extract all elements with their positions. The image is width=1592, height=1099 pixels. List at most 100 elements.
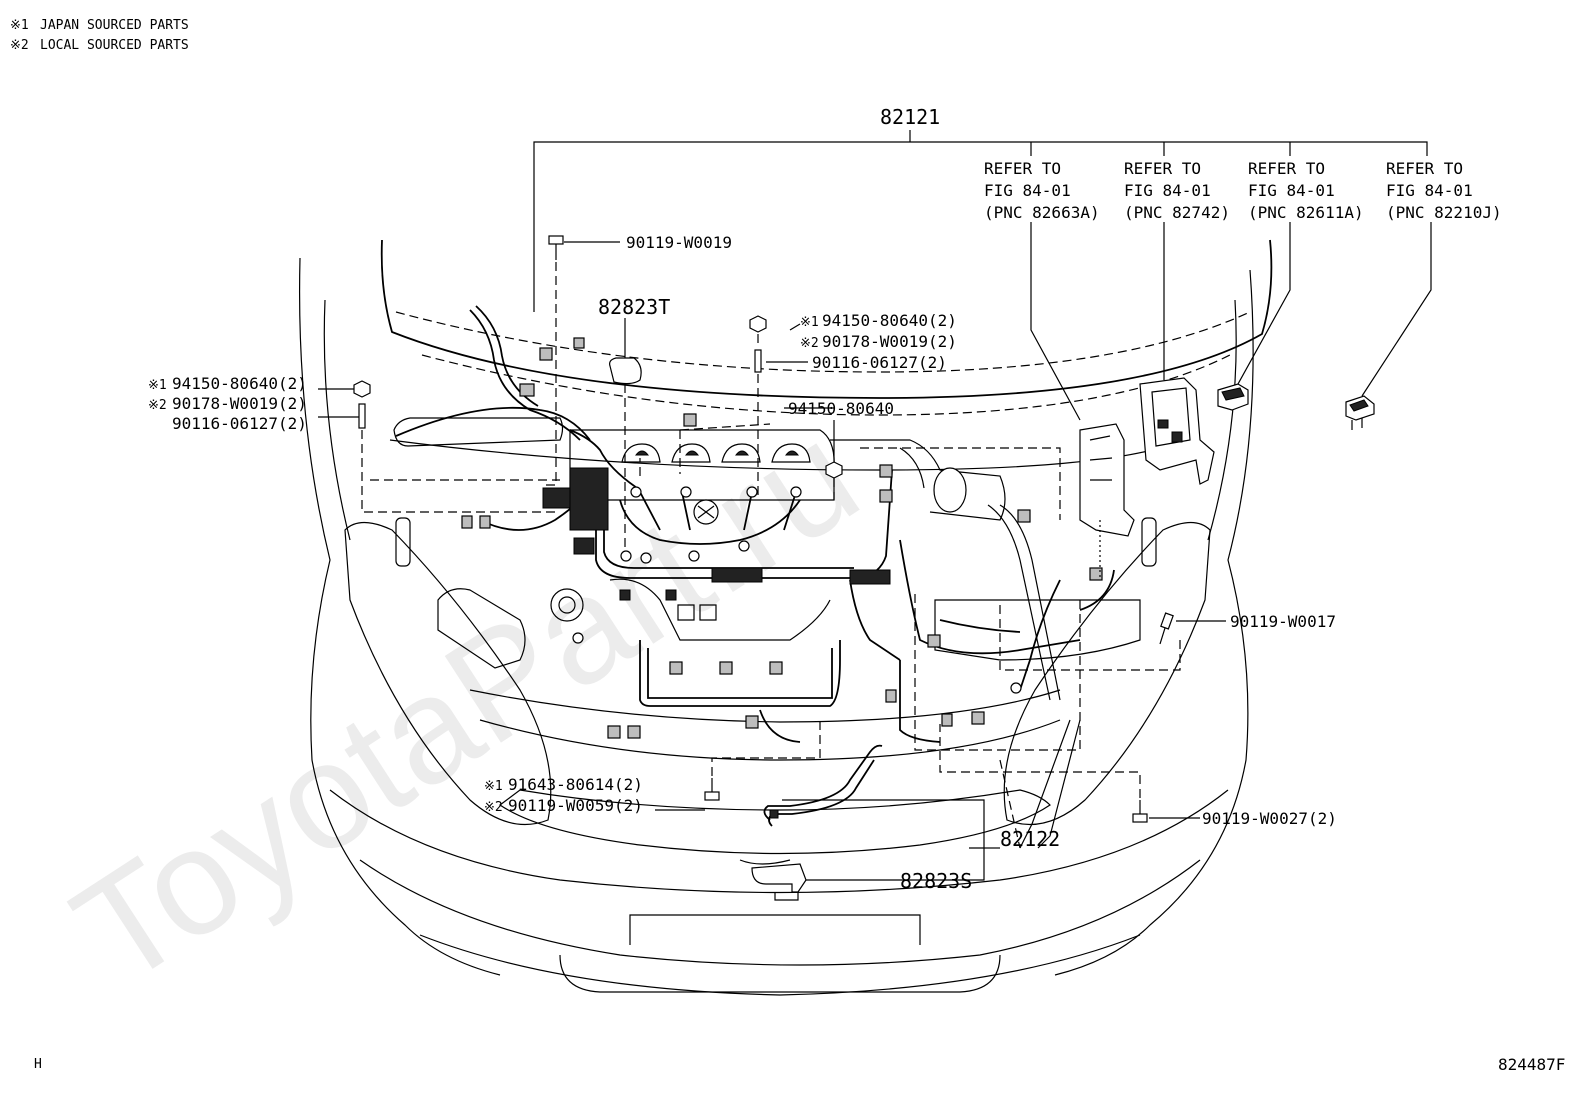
label-90116-06127-right: 90116-06127(2) — [812, 353, 947, 372]
refer-3-line3: (PNC 82611A) — [1248, 203, 1364, 222]
intake-duct — [830, 439, 1006, 521]
bumper-lower — [419, 934, 1141, 996]
bolt-90119-w0027 — [1132, 800, 1148, 823]
ignition-coils — [621, 443, 811, 463]
referenced-components — [1079, 377, 1375, 537]
bracket-82823t — [609, 357, 642, 385]
bumper-upper — [329, 789, 1229, 894]
mark-1-lower: ※1 — [484, 779, 503, 794]
vehicle-outline — [298, 239, 1273, 996]
throttle-body — [933, 467, 967, 513]
nut-94150-80640-left — [353, 380, 371, 398]
label-94150-80640-center: 94150-80640 — [788, 399, 894, 418]
left-cowl-pipe — [393, 417, 564, 447]
lower-intake — [559, 954, 1001, 993]
label-91643-80614: 91643-80614(2) — [508, 775, 643, 794]
left-strut-tower — [395, 517, 411, 567]
bolt-90119-w0017 — [1159, 612, 1174, 645]
fasteners — [353, 235, 1174, 901]
hood-inner-line — [395, 311, 1251, 373]
label-90119-w0017: 90119-W0017 — [1230, 612, 1336, 631]
license-plate-recess — [629, 914, 921, 945]
note-local-sourced: LOCAL SOURCED PARTS — [40, 38, 189, 53]
bracket-82823s — [751, 863, 807, 893]
note-mark-2: ※2 — [10, 38, 29, 53]
harness-front-loop — [639, 640, 841, 707]
mark-1-left: ※1 — [148, 378, 167, 393]
bracket-82122 — [782, 799, 985, 849]
mark-2-lower: ※2 — [484, 800, 503, 815]
bolt-90119-w0019 — [548, 235, 564, 260]
right-fender — [1054, 269, 1254, 976]
bumper-middle — [359, 859, 1201, 966]
watermark: ToyotaPart.ru — [46, 390, 886, 1017]
label-90119-w0059: 90119-W0059(2) — [508, 796, 643, 815]
battery-hold-rod — [987, 504, 1051, 701]
wire-harness-82121 — [395, 305, 1115, 743]
stud-90116-06127-upper — [754, 349, 762, 373]
refer-3-line2: FIG 84-01 — [1248, 181, 1335, 200]
leader-82611a — [1237, 222, 1291, 385]
label-94150-80640-left: 94150-80640(2) — [172, 374, 307, 393]
label-82122: 82122 — [1000, 827, 1060, 851]
grille — [498, 789, 1051, 855]
leader-82663a — [1030, 222, 1081, 421]
note-japan-sourced: JAPAN SOURCED PARTS — [40, 18, 189, 33]
stud-90116-06127-left — [358, 403, 366, 429]
leader-82210j — [1361, 222, 1432, 397]
coolant-reservoir — [437, 588, 526, 669]
label-90178-w0019-right: 90178-W0019(2) — [822, 332, 957, 351]
leader-lines — [318, 130, 1432, 881]
refer-2-line1: REFER TO — [1124, 159, 1201, 178]
emblem — [739, 859, 791, 865]
right-fender-inner — [1207, 299, 1237, 541]
label-82823s: 82823S — [900, 869, 972, 893]
harness-right-lead — [1019, 579, 1061, 691]
radiator-support — [469, 689, 1061, 723]
legend-notes: ※1 JAPAN SOURCED PARTS ※2 LOCAL SOURCED … — [10, 18, 189, 53]
refer-1-line2: FIG 84-01 — [984, 181, 1071, 200]
reservoir-cap — [550, 588, 584, 622]
refer-4-line2: FIG 84-01 — [1386, 181, 1473, 200]
harness-branch-cowl — [395, 406, 591, 441]
harness-branch-upper-left — [469, 309, 581, 441]
battery-tray — [934, 599, 1141, 661]
mark-1-right: ※1 — [800, 315, 819, 330]
engine-block — [609, 578, 831, 641]
left-headlight — [344, 521, 552, 826]
refer-1-line1: REFER TO — [984, 159, 1061, 178]
refer-4-line1: REFER TO — [1386, 159, 1463, 178]
refer-4-line3: (PNC 82210J) — [1386, 203, 1502, 222]
label-90119-w0027: 90119-W0027(2) — [1202, 809, 1337, 828]
bracket-82121 — [533, 141, 1428, 312]
refer-2-line3: (PNC 82742) — [1124, 203, 1230, 222]
engine-bay — [389, 417, 1161, 761]
harness-battery-branch — [899, 539, 1081, 655]
label-82121: 82121 — [880, 105, 940, 129]
left-fender — [298, 257, 501, 976]
harness-clamp-center — [711, 567, 763, 583]
valve-cover — [569, 429, 835, 501]
hood-panel-edge — [380, 239, 1273, 399]
refer-3-line1: REFER TO — [1248, 159, 1325, 178]
figure-number: 824487F — [1498, 1055, 1565, 1074]
mark-2-right: ※2 — [800, 336, 819, 351]
footer-left-code: H — [34, 1057, 42, 1072]
note-mark-1: ※1 — [10, 18, 29, 33]
label-82823t: 82823T — [598, 295, 670, 319]
mark-2-left: ※2 — [148, 398, 167, 413]
right-strut-tower — [1141, 517, 1157, 567]
label-90178-w0019-left: 90178-W0019(2) — [172, 394, 307, 413]
bolt-91643-80614 — [704, 778, 720, 801]
harness-injector-loop — [619, 499, 801, 545]
part-labels: 82121 REFER TO FIG 84-01 (PNC 82663A) RE… — [34, 105, 1565, 1074]
refer-2-line2: FIG 84-01 — [1124, 181, 1211, 200]
fuse-block-82742 — [1139, 377, 1215, 485]
nut-94150-80640-upper — [749, 315, 767, 333]
harness-82122 — [763, 744, 883, 821]
label-90119-w0019: 90119-W0019 — [626, 233, 732, 252]
label-90116-06127-left: 90116-06127(2) — [172, 414, 307, 433]
hood-lower-line — [421, 354, 1231, 416]
